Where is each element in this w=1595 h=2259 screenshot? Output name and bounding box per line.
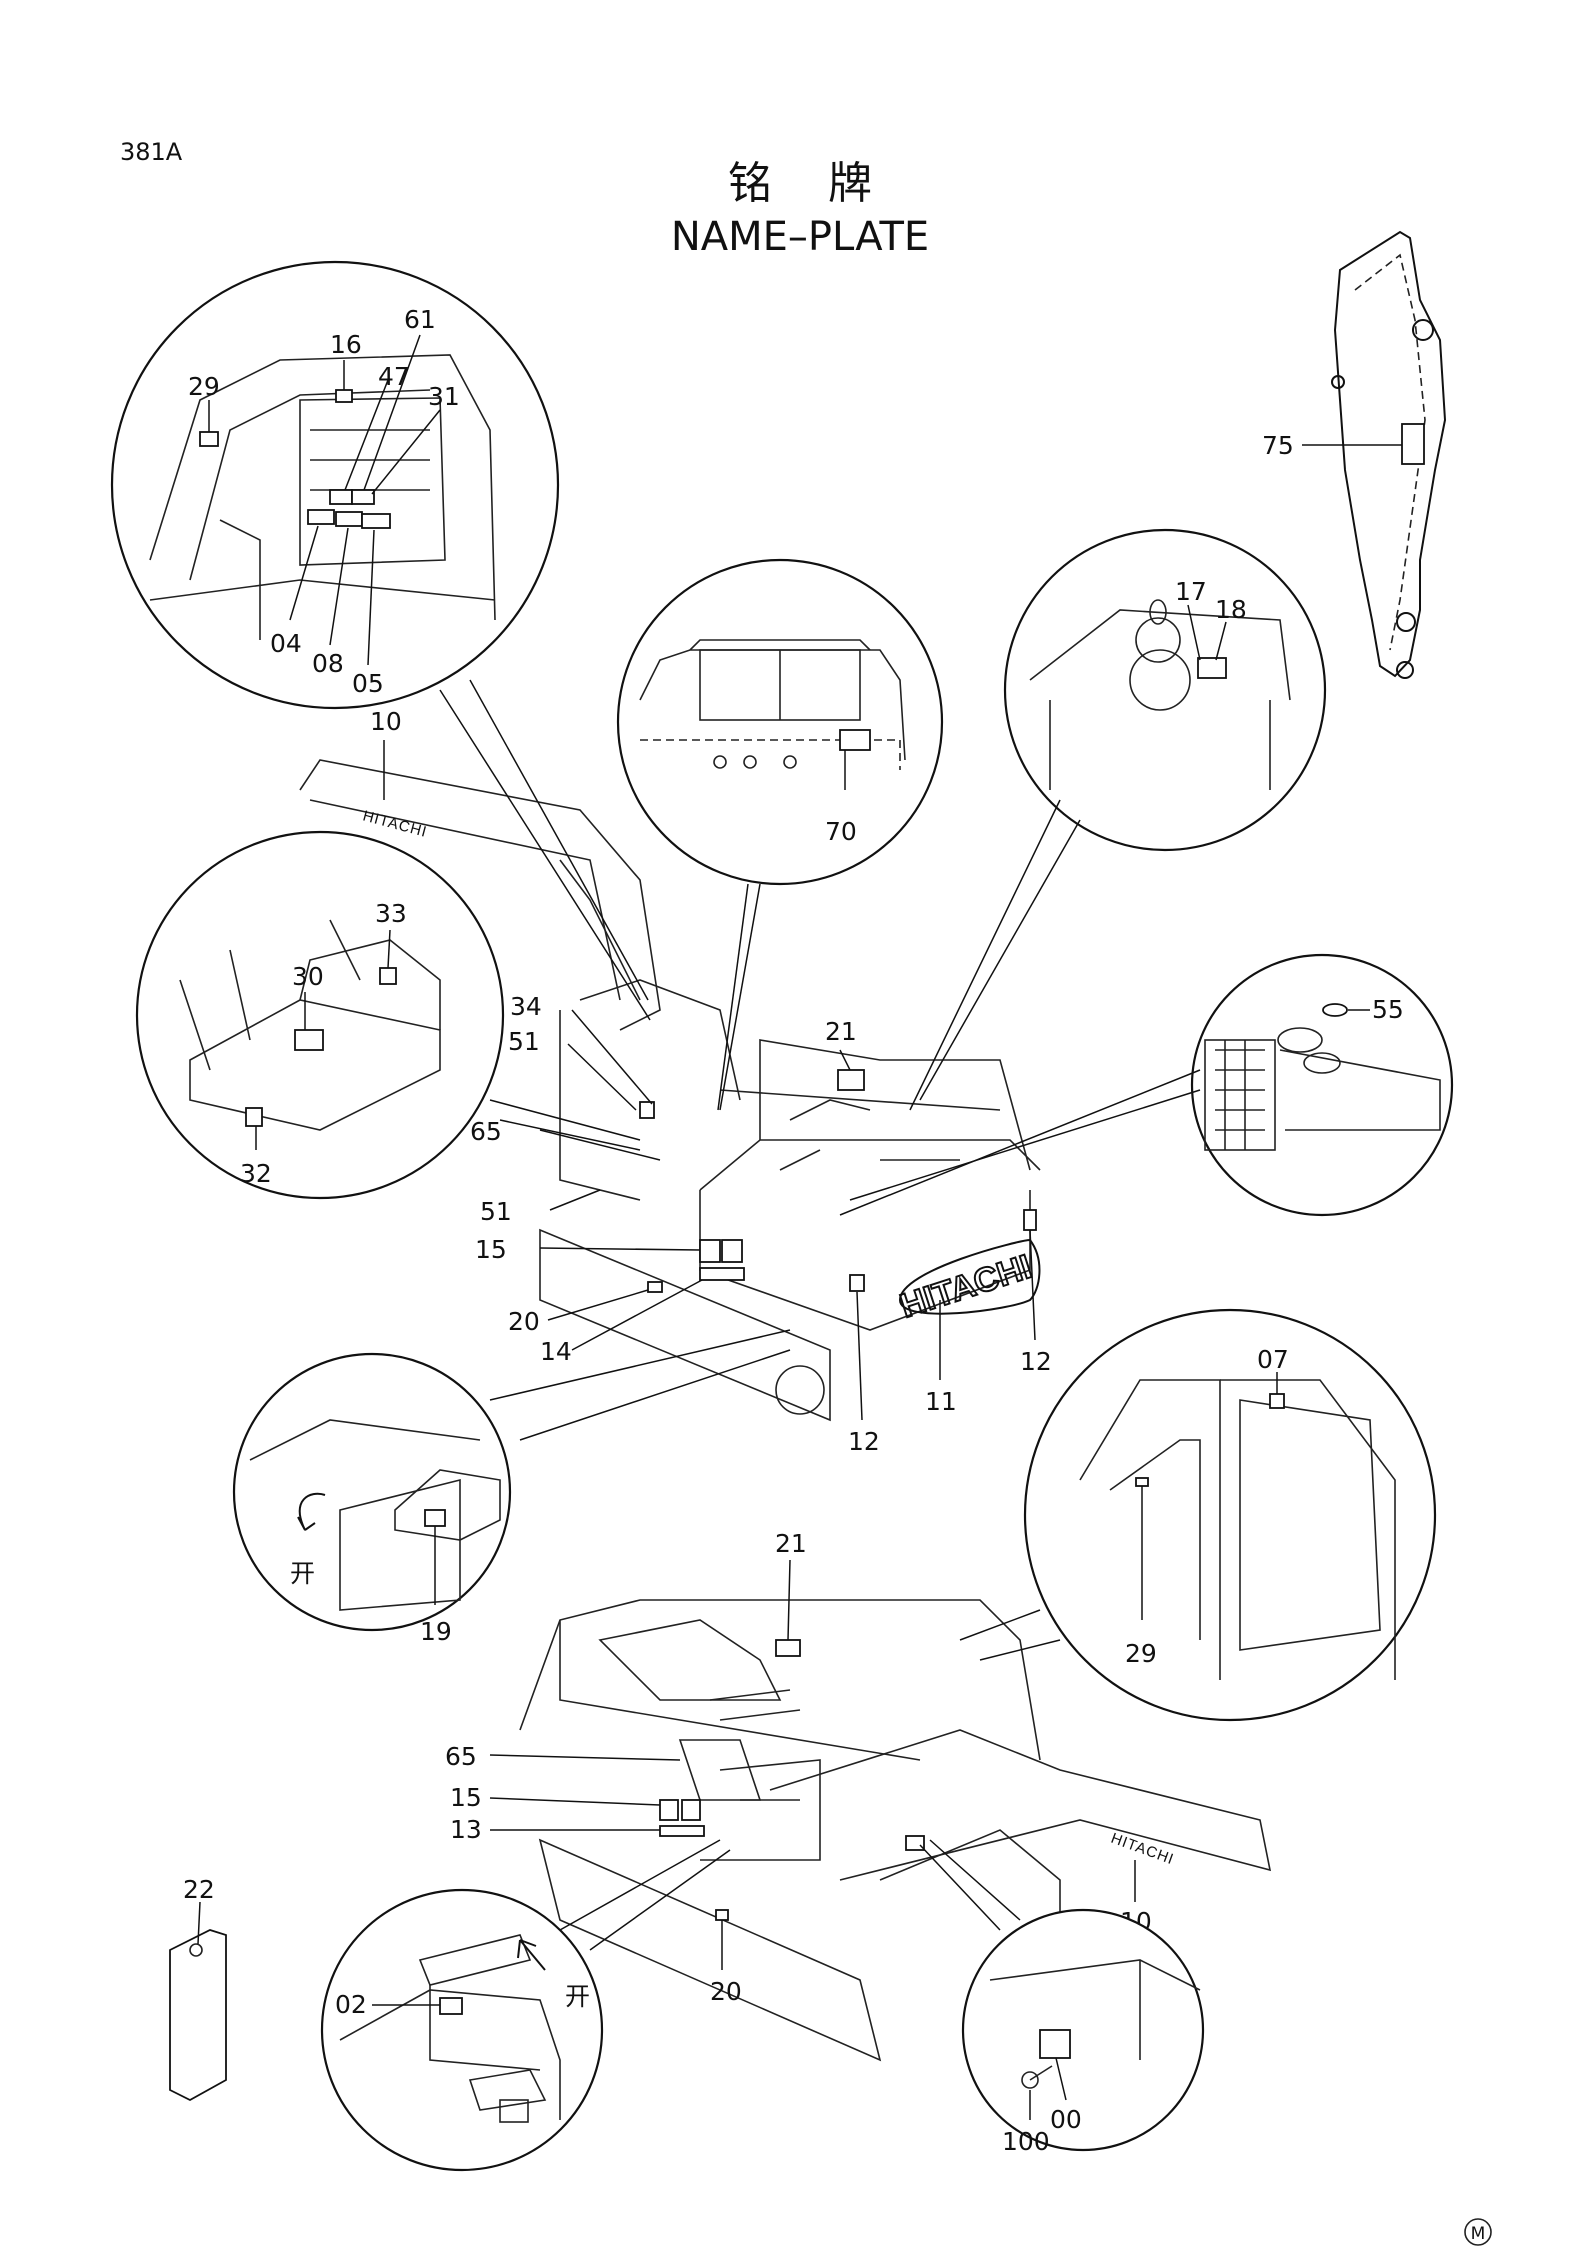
label-21-upper: 21 — [825, 1017, 857, 1046]
label-33: 33 — [375, 899, 407, 928]
plate-70 — [839, 729, 871, 751]
label-51-upper: 51 — [508, 1027, 540, 1056]
label-12-center: 12 — [848, 1427, 880, 1456]
label-18: 18 — [1215, 595, 1247, 624]
label-15-upper: 15 — [475, 1235, 507, 1264]
label-31: 31 — [428, 382, 460, 411]
detail-cab-interior: 16 61 47 31 29 04 08 05 — [110, 260, 560, 710]
label-29-rear: 29 — [1125, 1639, 1157, 1668]
detail-control-lever: 33 30 32 — [135, 830, 505, 1200]
label-47: 47 — [378, 362, 410, 391]
plate-75 — [1401, 423, 1425, 465]
excavator-front-view: HITACHI HITACHI 34 51 65 51 — [299, 679, 1201, 1456]
serial-plate-00 — [1039, 2029, 1071, 2059]
detail-fuel-cap: 17 18 — [1003, 528, 1327, 852]
label-20-lower: 20 — [710, 1977, 742, 2006]
label-65-upper: 65 — [470, 1117, 502, 1146]
detail-cab-rear: 07 29 — [1023, 1308, 1437, 1722]
label-29-cab: 29 — [188, 372, 220, 401]
label-11: 11 — [925, 1387, 957, 1416]
label-21-lower: 21 — [775, 1529, 807, 1558]
footer-mark-letter: M — [1471, 2224, 1486, 2244]
detail-battery-switch: 19 开 — [232, 1329, 791, 1646]
label-15-lower: 15 — [450, 1783, 482, 1812]
label-34: 34 — [510, 992, 542, 1021]
hitachi-counterweight-badge — [898, 1238, 1041, 1315]
label-08: 08 — [312, 649, 344, 678]
label-75: 75 — [1262, 431, 1294, 460]
label-70: 70 — [825, 817, 857, 846]
detail-engine-hood: 02 开 — [320, 1839, 731, 2172]
boom-detail: 75 — [1262, 230, 1447, 679]
label-14: 14 — [540, 1337, 572, 1366]
excavator-rear-view: HITACHI 21 65 15 13 20 10 — [445, 1529, 1272, 2062]
label-20-upper: 20 — [508, 1307, 540, 1336]
label-02: 02 — [335, 1990, 367, 2019]
label-100: 100 — [1002, 2127, 1050, 2156]
label-16: 16 — [330, 330, 362, 359]
label-10-upper: 10 — [370, 707, 402, 736]
sheet-code: 381A — [120, 138, 183, 166]
label-07: 07 — [1257, 1345, 1289, 1374]
open-mark-battery: 开 — [290, 1559, 315, 1588]
label-05: 05 — [352, 669, 384, 698]
label-32: 32 — [240, 1159, 272, 1188]
label-55: 55 — [1372, 995, 1404, 1024]
counterweight-brand-mark: HITACHI — [896, 1248, 1036, 1326]
footer-mark: M — [1464, 2218, 1492, 2246]
label-04: 04 — [270, 629, 302, 658]
label-12-right: 12 — [1020, 1347, 1052, 1376]
boom-brand-mark-lower: HITACHI — [1109, 1830, 1177, 1869]
label-13: 13 — [450, 1815, 482, 1844]
detail-radiator-cap: 55 — [1190, 953, 1454, 1217]
label-61: 61 — [404, 305, 436, 334]
tag-22: 22 — [169, 1875, 227, 2102]
label-51-lower: 51 — [480, 1197, 512, 1226]
label-19: 19 — [420, 1617, 452, 1646]
label-22: 22 — [183, 1875, 215, 1904]
title-chinese: 铭 牌 — [728, 158, 872, 209]
boom-brand-mark-upper: HITACHI — [361, 807, 429, 840]
open-mark-hood: 开 — [565, 1982, 590, 2011]
label-30: 30 — [292, 962, 324, 991]
label-00: 00 — [1050, 2105, 1082, 2134]
title-english: NAME–PLATE — [671, 214, 929, 260]
label-17: 17 — [1175, 577, 1207, 606]
label-65-lower: 65 — [445, 1742, 477, 1771]
detail-control-box: 70 — [616, 558, 944, 886]
detail-serial-plate: 00 100 — [919, 1839, 1205, 2156]
